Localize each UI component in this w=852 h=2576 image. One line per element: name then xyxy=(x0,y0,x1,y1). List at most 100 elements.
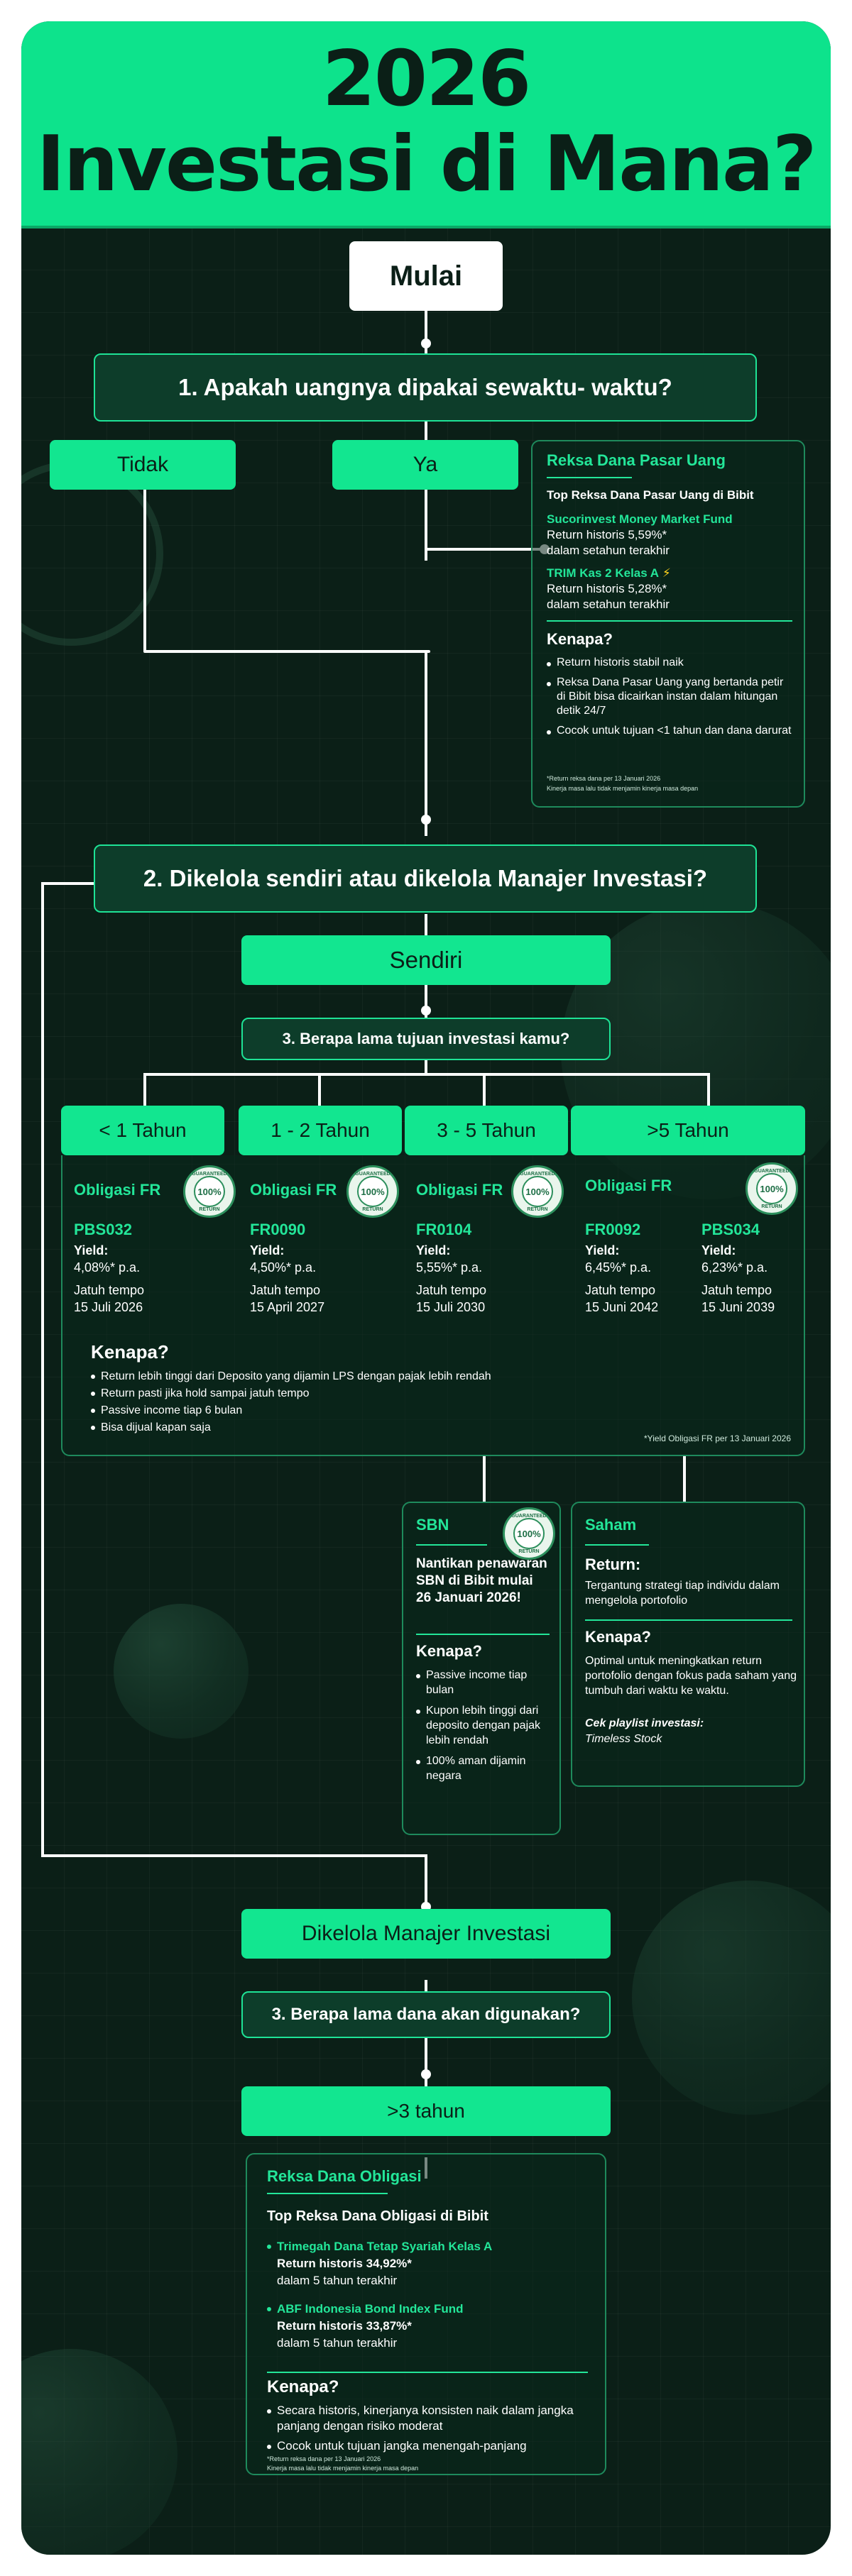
connector-line xyxy=(707,1073,710,1127)
answer-over-3-years: >3 tahun xyxy=(241,2086,611,2136)
connector-line xyxy=(683,1455,686,1502)
decorative-coin xyxy=(632,1881,831,2115)
fund-name: ABF Indonesia Bond Index Fund xyxy=(277,2302,464,2316)
why-title: Kenapa? xyxy=(91,1341,169,1363)
bond-code: FR0092 xyxy=(585,1221,641,1238)
why-list: Secara historis, kinerjanya konsisten na… xyxy=(267,2403,594,2454)
option-1-2-years: 1 - 2 Tahun xyxy=(239,1106,402,1155)
guarantee-badge-icon: GUARANTEED 100% RETURN xyxy=(511,1165,564,1218)
bonds-panel: Obligasi FR GUARANTEED 100% RETURN PBS03… xyxy=(61,1155,805,1456)
start-node: Mulai xyxy=(349,241,503,311)
connector-line xyxy=(425,1057,427,1074)
return-title: Return: xyxy=(585,1556,641,1573)
why-title: Kenapa? xyxy=(416,1642,482,1660)
badge-bottom-text: RETURN xyxy=(199,1207,220,1212)
divider xyxy=(267,2193,388,2194)
connector-line xyxy=(41,884,44,1856)
bond-category: Obligasi FR xyxy=(585,1177,672,1194)
why-item: Kupon lebih tinggi dari deposito dengan … xyxy=(416,1703,551,1748)
option-under-1-year: < 1 Tahun xyxy=(61,1106,224,1155)
connector-dot xyxy=(421,1006,431,1015)
badge-center-text: 100% xyxy=(513,1518,545,1549)
badge-top-text: GUARANTEED xyxy=(192,1172,227,1177)
fund-list: Trimegah Dana Tetap Syariah Kelas A Retu… xyxy=(267,2238,594,2352)
yield-label: Yield: xyxy=(250,1243,285,1257)
connector-line xyxy=(425,985,427,1020)
money-market-heading: Reksa Dana Pasar Uang xyxy=(547,451,726,469)
divider xyxy=(585,1619,792,1621)
badge-bottom-text: RETURN xyxy=(761,1204,782,1209)
divider xyxy=(267,2372,588,2373)
footnote: Kinerja masa lalu tidak menjamin kinerja… xyxy=(267,2465,419,2472)
yield-value: 4,08%* p.a. xyxy=(74,1260,141,1275)
why-item: Cocok untuk tujuan jangka menengah-panja… xyxy=(267,2438,594,2454)
connector-dot xyxy=(421,815,431,825)
playlist-name: Timeless Stock xyxy=(585,1733,662,1745)
bond-funds-panel: Reksa Dana Obligasi Top Reksa Dana Oblig… xyxy=(246,2153,606,2475)
maturity-label: Jatuh tempo xyxy=(74,1283,145,1297)
badge-center-text: 100% xyxy=(194,1176,225,1207)
fund-period: dalam setahun terakhir xyxy=(547,598,670,611)
return-text: Tergantung strategi tiap individu dalam … xyxy=(585,1580,780,1607)
infographic-card: 2026 Investasi di Mana? Mulai 1. Apakah … xyxy=(21,21,831,2555)
divider xyxy=(547,477,632,478)
connector-line xyxy=(425,914,427,935)
connector-line xyxy=(318,1073,321,1127)
connector-line xyxy=(425,1854,427,1932)
answer-managed: Dikelola Manajer Investasi xyxy=(241,1909,611,1959)
connector-line xyxy=(425,650,427,836)
question-2: 2. Dikelola sendiri atau dikelola Manaje… xyxy=(94,844,757,913)
yield-value: 6,45%* p.a. xyxy=(585,1260,652,1275)
fund-return: Return historis 33,87%* xyxy=(277,2319,412,2333)
maturity-date: 15 Juli 2026 xyxy=(74,1300,143,1314)
connector-line xyxy=(483,1455,486,1502)
fund-return: Return historis 34,92%* xyxy=(277,2257,412,2270)
fund-item: ABF Indonesia Bond Index Fund Return his… xyxy=(267,2301,594,2352)
badge-center-text: 100% xyxy=(357,1176,388,1207)
why-item: Bisa dijual kapan saja xyxy=(91,1419,730,1436)
divider xyxy=(416,1634,550,1635)
bond-code: PBS032 xyxy=(74,1221,132,1238)
connector-line xyxy=(143,1073,710,1076)
footnote: *Yield Obligasi FR per 13 Januari 2026 xyxy=(643,1433,791,1443)
maturity-date: 15 Juni 2039 xyxy=(701,1300,775,1314)
why-item: Passive income tiap bulan xyxy=(416,1668,551,1697)
sbn-panel: SBN GUARANTEED 100% RETURN Nantikan pena… xyxy=(402,1502,561,1835)
yield-label: Yield: xyxy=(585,1243,620,1257)
connector-line xyxy=(143,490,146,651)
yield-label: Yield: xyxy=(416,1243,451,1257)
yield-label: Yield: xyxy=(74,1243,109,1257)
fund-item: Trimegah Dana Tetap Syariah Kelas A Retu… xyxy=(267,2238,594,2289)
connector-line xyxy=(425,490,427,561)
fund-period: dalam 5 tahun terakhir xyxy=(277,2274,398,2287)
footnote: *Return reksa dana per 13 Januari 2026 xyxy=(547,775,661,782)
answer-self: Sendiri xyxy=(241,935,611,985)
connector-line xyxy=(143,1073,146,1127)
sbn-heading: SBN xyxy=(416,1516,449,1534)
badge-top-text: GUARANTEED xyxy=(754,1169,790,1174)
guarantee-badge-icon: GUARANTEED 100% RETURN xyxy=(503,1507,555,1560)
why-item: Return pasti jika hold sampai jatuh temp… xyxy=(91,1385,730,1402)
option-over-5-years: >5 Tahun xyxy=(571,1106,805,1155)
yield-value: 5,55%* p.a. xyxy=(416,1260,483,1275)
connector-line xyxy=(41,1854,427,1857)
footnote: Kinerja masa lalu tidak menjamin kinerja… xyxy=(547,785,699,792)
header: 2026 Investasi di Mana? xyxy=(21,21,831,229)
bond-category: Obligasi FR xyxy=(250,1181,337,1199)
stocks-panel: Saham Return: Tergantung strategi tiap i… xyxy=(571,1502,805,1787)
question-3-managed: 3. Berapa lama dana akan digunakan? xyxy=(241,1991,611,2038)
why-item: Cocok untuk tujuan <1 tahun dan dana dar… xyxy=(547,724,792,738)
why-item: Return historis stabil naik xyxy=(547,656,792,670)
maturity-label: Jatuh tempo xyxy=(701,1283,772,1297)
connector-line xyxy=(425,2030,427,2108)
why-list: Return lebih tinggi dari Deposito yang d… xyxy=(91,1368,730,1436)
maturity-label: Jatuh tempo xyxy=(250,1283,321,1297)
yield-value: 6,23%* p.a. xyxy=(701,1260,768,1275)
connector-line xyxy=(143,650,430,653)
decorative-coin xyxy=(114,1604,248,1739)
yield-label: Yield: xyxy=(701,1243,736,1257)
fund-period: dalam setahun terakhir xyxy=(547,544,670,557)
title-text: Investasi di Mana? xyxy=(36,120,816,209)
fund-name: TRIM Kas 2 Kelas A xyxy=(547,566,660,580)
bond-code: PBS034 xyxy=(701,1221,760,1238)
